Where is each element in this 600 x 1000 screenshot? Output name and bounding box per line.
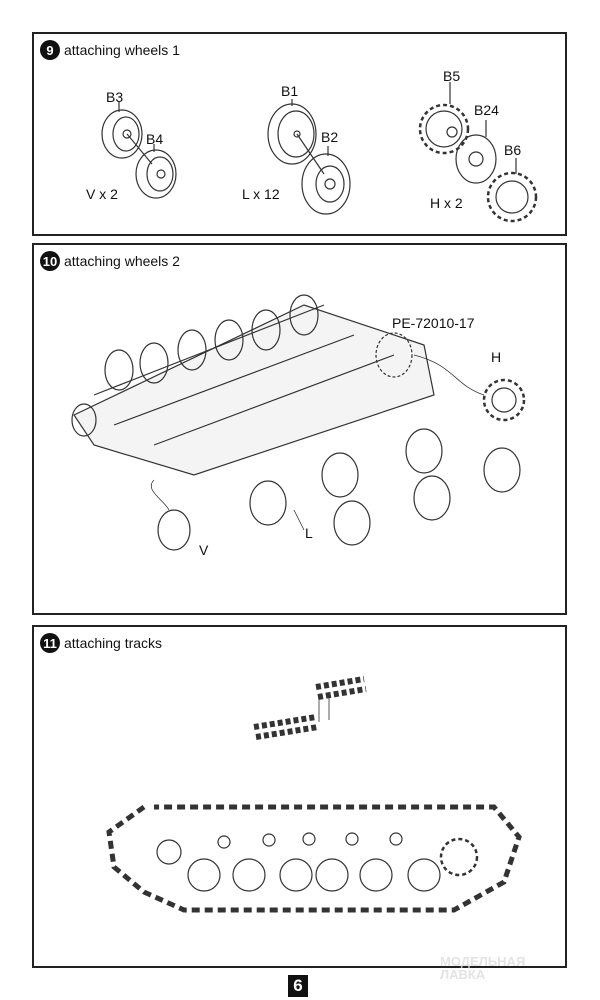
- photo-etch-label: PE-72010-17: [392, 315, 475, 331]
- part-label-b6: B6: [504, 142, 522, 158]
- sprocket-label-h: H: [491, 349, 502, 365]
- step-9-header: 9 attaching wheels 1: [40, 40, 180, 60]
- step-10-panel: 10 attaching wheels 2 PE-72010-17 H L V: [32, 243, 567, 615]
- step-11-header: 11 attaching tracks: [40, 633, 162, 653]
- part-label-b24: B24: [474, 102, 499, 118]
- wheels-1-illustration: [101, 82, 538, 223]
- page-number: 6: [288, 975, 308, 997]
- part-label-b1: B1: [281, 83, 299, 99]
- step-9-panel: 9 attaching wheels 1 B3 B4 B1 B2 B5 B24 …: [32, 32, 567, 236]
- step-number: 9: [40, 40, 60, 60]
- step-11-panel: 11 attaching tracks: [32, 625, 567, 968]
- hull-wheels-illustration: [71, 294, 526, 551]
- quantity-l: L x 12: [242, 186, 280, 202]
- road-wheel-label-l: L: [305, 525, 313, 541]
- quantity-h: H x 2: [430, 195, 463, 211]
- step-title: attaching wheels 2: [64, 253, 180, 269]
- step-number: 11: [40, 633, 60, 653]
- part-label-b2: B2: [321, 129, 339, 145]
- part-label-b4: B4: [146, 131, 164, 147]
- tracks-illustration: [106, 676, 522, 913]
- step-number: 10: [40, 251, 60, 271]
- step-title: attaching wheels 1: [64, 42, 180, 58]
- step-title: attaching tracks: [64, 635, 163, 651]
- idler-label-v: V: [199, 542, 209, 558]
- part-label-b3: B3: [106, 89, 124, 105]
- quantity-v: V x 2: [86, 186, 118, 202]
- part-label-b5: B5: [443, 68, 461, 84]
- step-10-header: 10 attaching wheels 2: [40, 251, 180, 271]
